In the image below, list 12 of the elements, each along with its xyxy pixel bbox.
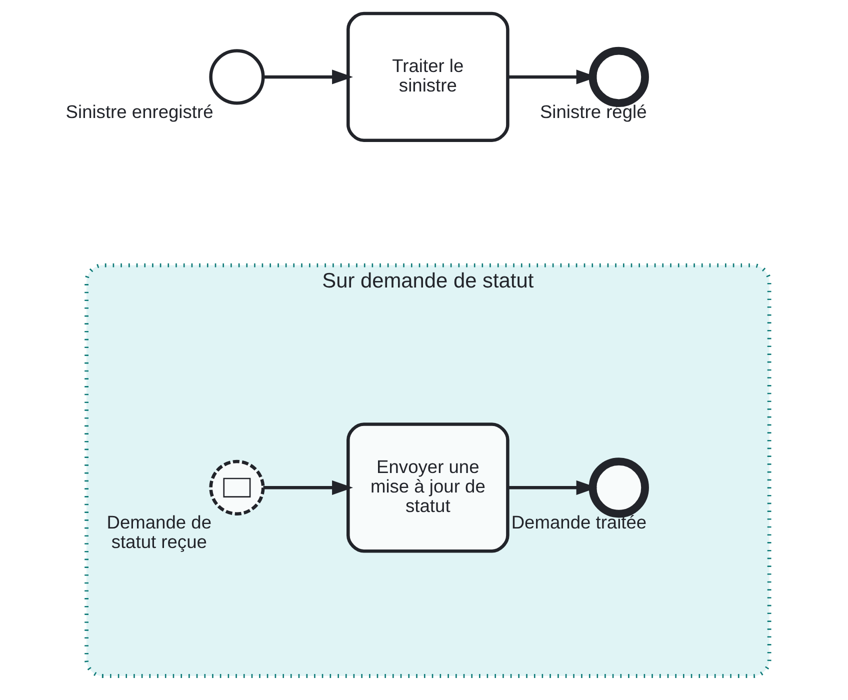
node-box: Envoyer une mise à jour de statut [346, 422, 510, 553]
node-circle [209, 49, 265, 105]
node-label: Demande traitée [511, 511, 647, 532]
node-label: Sinistre enregistré [66, 100, 214, 122]
arrow [508, 480, 598, 495]
node-box: Traiter le sinistre [346, 12, 510, 142]
arrow [508, 70, 598, 84]
arrow [263, 70, 354, 84]
node-circle [209, 460, 265, 516]
node-label: Sinistre réglé [540, 100, 647, 122]
arrow [263, 480, 354, 495]
node-label: Demande de statut reçue [106, 511, 212, 552]
